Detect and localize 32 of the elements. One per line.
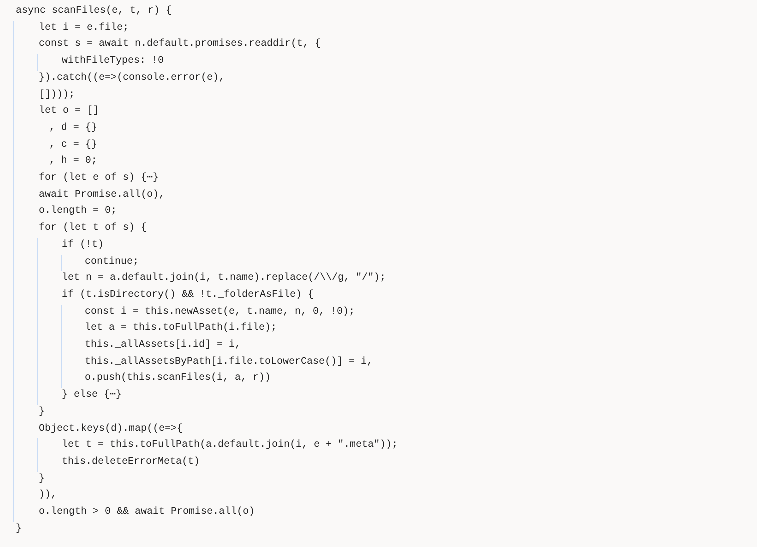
code-line: }).catch((e=>(console.error(e), <box>39 72 226 86</box>
code-line: this.deleteErrorMeta(t) <box>62 456 200 470</box>
code-line: let t = this.toFullPath(a.default.join(i, e + ".meta")); <box>62 438 398 454</box>
code-line: this._allAssets[i.id] = i, <box>85 338 242 353</box>
code-line: Object.keys(d).map((e=>{ <box>39 422 184 436</box>
code-line: const i = this.newAsset(e, t.name, n, 0, !0); <box>85 306 356 320</box>
code-line: if (!t) <box>62 238 104 253</box>
code-line: , h = 0; <box>49 154 98 170</box>
code-line: async scanFiles(e, t, r) { <box>16 4 172 19</box>
code-line: let o = [] <box>39 104 100 120</box>
code-line: )), <box>39 488 58 504</box>
code-line: , d = {} <box>49 122 98 136</box>
code-line: o.length > 0 && await Promise.all(o) <box>39 506 256 520</box>
code-line: } <box>39 406 46 420</box>
code-line: continue; <box>85 256 140 270</box>
code-line: } else {⋯} <box>62 388 122 404</box>
code-line: o.length = 0; <box>39 204 118 220</box>
code-line: if (t.isDirectory() && !t._folderAsFile) { <box>62 288 314 303</box>
code-line: []))); <box>39 88 76 102</box>
code-line: await Promise.all(o), <box>39 188 166 203</box>
code-line: o.push(this.scanFiles(i, a, r)) <box>85 372 272 386</box>
code-line: const s = await n.default.promises.readdir(t, { <box>39 38 322 52</box>
code-line: for (let t of s) { <box>39 222 148 236</box>
code-line: } <box>16 522 22 537</box>
code-line: this._allAssetsByPath[i.file.toLowerCase()] = i, <box>85 356 374 370</box>
code-line: } <box>39 472 46 487</box>
code-line: for (let e of s) {⋯} <box>39 172 160 186</box>
code-line: withFileTypes: !0 <box>62 54 164 70</box>
code-line: let a = this.toFullPath(i.file); <box>85 322 278 336</box>
code-line: let n = a.default.join(i, t.name).replace(/\\/g, "/"); <box>62 272 386 286</box>
code-line: let i = e.file; <box>39 22 130 36</box>
code-line: , c = {} <box>49 138 98 153</box>
